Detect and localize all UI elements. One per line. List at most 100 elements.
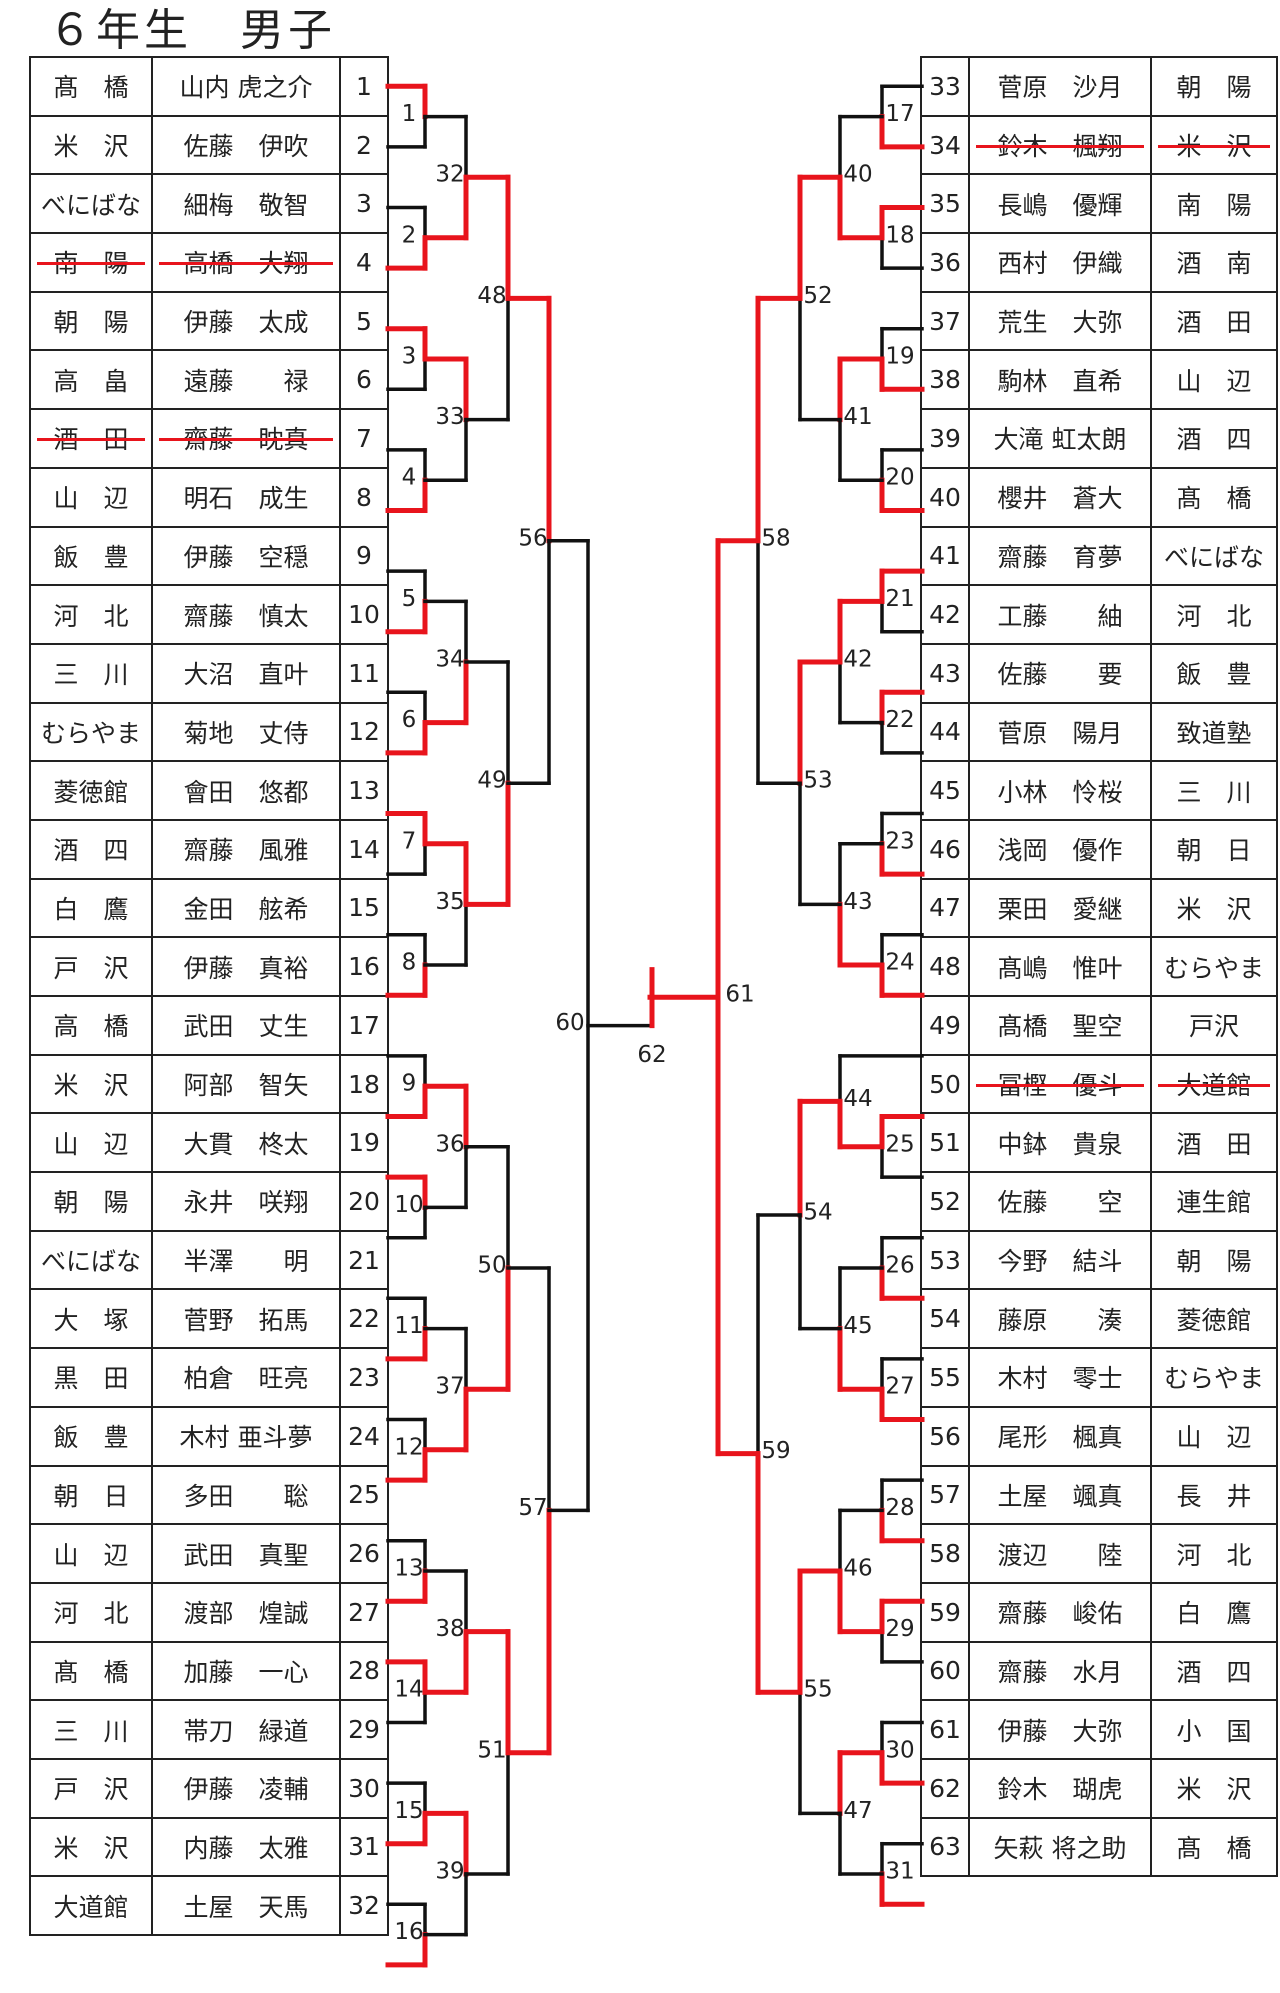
entry-name: 佐藤 空: [968, 1171, 1152, 1232]
entry-name: 工藤 紬: [968, 584, 1152, 645]
entry-number: 16: [339, 936, 389, 997]
entry-team: 米 沢: [29, 114, 153, 176]
entry-team: 高 橋: [29, 995, 153, 1056]
entry-team: 髙 橋: [1150, 466, 1278, 528]
entry-team: 大 塚: [29, 1288, 153, 1350]
entry-name: 齋藤 水月: [968, 1640, 1152, 1702]
entry-team: 致道塾: [1150, 701, 1278, 763]
match-number-label: 1: [402, 101, 417, 127]
match-number-label: 44: [843, 1086, 872, 1112]
match-number-label: 39: [435, 1859, 464, 1885]
entry-team: べにばな: [29, 173, 153, 235]
match-number-label: 2: [402, 222, 417, 248]
entry-name: 齋藤 峻佑: [968, 1581, 1152, 1643]
entry-team: 戸 沢: [29, 936, 153, 997]
entry-name: 齋藤 育夢: [968, 525, 1152, 587]
entry-number: 61: [920, 1699, 970, 1760]
entry-team: むらやま: [1150, 1347, 1278, 1408]
match-number-label: 11: [394, 1313, 423, 1339]
entry-number: 2: [339, 114, 389, 176]
entry-name: 小林 怜桜: [968, 760, 1152, 821]
entry-team: 飯 豊: [29, 525, 153, 587]
match-number-label: 52: [803, 283, 832, 309]
entry-number: 63: [920, 1816, 970, 1878]
entry-number: 46: [920, 818, 970, 880]
match-number-label: 61: [725, 982, 754, 1008]
entry-name: 半澤 明: [151, 1229, 341, 1291]
entry-number: 5: [339, 290, 389, 352]
match-number-label: 27: [885, 1374, 914, 1400]
match-number-label: 56: [518, 525, 547, 551]
entry-team: 飯 豊: [29, 1405, 153, 1467]
match-number-label: 24: [885, 950, 914, 976]
entry-number: 1: [339, 56, 389, 117]
entry-team: むらやま: [29, 701, 153, 763]
match-number-label: 5: [402, 586, 417, 612]
entry-name: 矢萩 将之助: [968, 1816, 1152, 1878]
entry-number: 35: [920, 173, 970, 235]
entry-name: 土屋 颯真: [968, 1464, 1152, 1526]
entry-name: 帯刀 緑道: [151, 1699, 341, 1760]
entry-team: 朝 日: [1150, 818, 1278, 880]
entry-number: 27: [339, 1581, 389, 1643]
entry-name: 菅原 沙月: [968, 56, 1152, 117]
entry-number: 30: [339, 1757, 389, 1819]
match-number-label: 6: [402, 707, 417, 733]
entry-team: 酒 南: [1150, 232, 1278, 293]
entry-team: 三 川: [1150, 760, 1278, 821]
entry-number: 43: [920, 642, 970, 704]
entry-name: 齋藤 風雅: [151, 818, 341, 880]
entry-team: 大道館: [29, 1875, 153, 1936]
entry-name: 佐藤 伊吹: [151, 114, 341, 176]
match-number-label: 28: [885, 1495, 914, 1521]
entry-name: 金田 舷希: [151, 877, 341, 939]
entry-name: 栗田 愛継: [968, 877, 1152, 939]
entry-team: べにばな: [1150, 525, 1278, 587]
entry-name: 鈴木 瑚虎: [968, 1757, 1152, 1819]
entry-team: 山 辺: [29, 1523, 153, 1584]
match-number-label: 31: [885, 1859, 914, 1885]
entry-name: 今野 結斗: [968, 1229, 1152, 1291]
entry-number: 24: [339, 1405, 389, 1467]
entry-name: 柏倉 旺亮: [151, 1347, 341, 1408]
entry-number: 54: [920, 1288, 970, 1350]
entry-name: 大貫 柊太: [151, 1112, 341, 1174]
entry-team: 朝 陽: [29, 290, 153, 352]
entry-name: 伊藤 太成: [151, 290, 341, 352]
entry-number: 60: [920, 1640, 970, 1702]
page-title: ６年生 男子: [48, 5, 336, 56]
match-number-label: 17: [885, 101, 914, 127]
match-number-label: 37: [435, 1374, 464, 1400]
match-number-label: 48: [477, 283, 506, 309]
match-number-label: 33: [435, 404, 464, 430]
entry-name: 渡辺 陸: [968, 1523, 1152, 1584]
match-number-label: 9: [402, 1071, 417, 1097]
entry-number: 36: [920, 232, 970, 293]
match-number-label: 25: [885, 1131, 914, 1157]
entry-team: 河 北: [1150, 584, 1278, 645]
entry-number: 12: [339, 701, 389, 763]
match-number-label: 14: [394, 1677, 423, 1703]
